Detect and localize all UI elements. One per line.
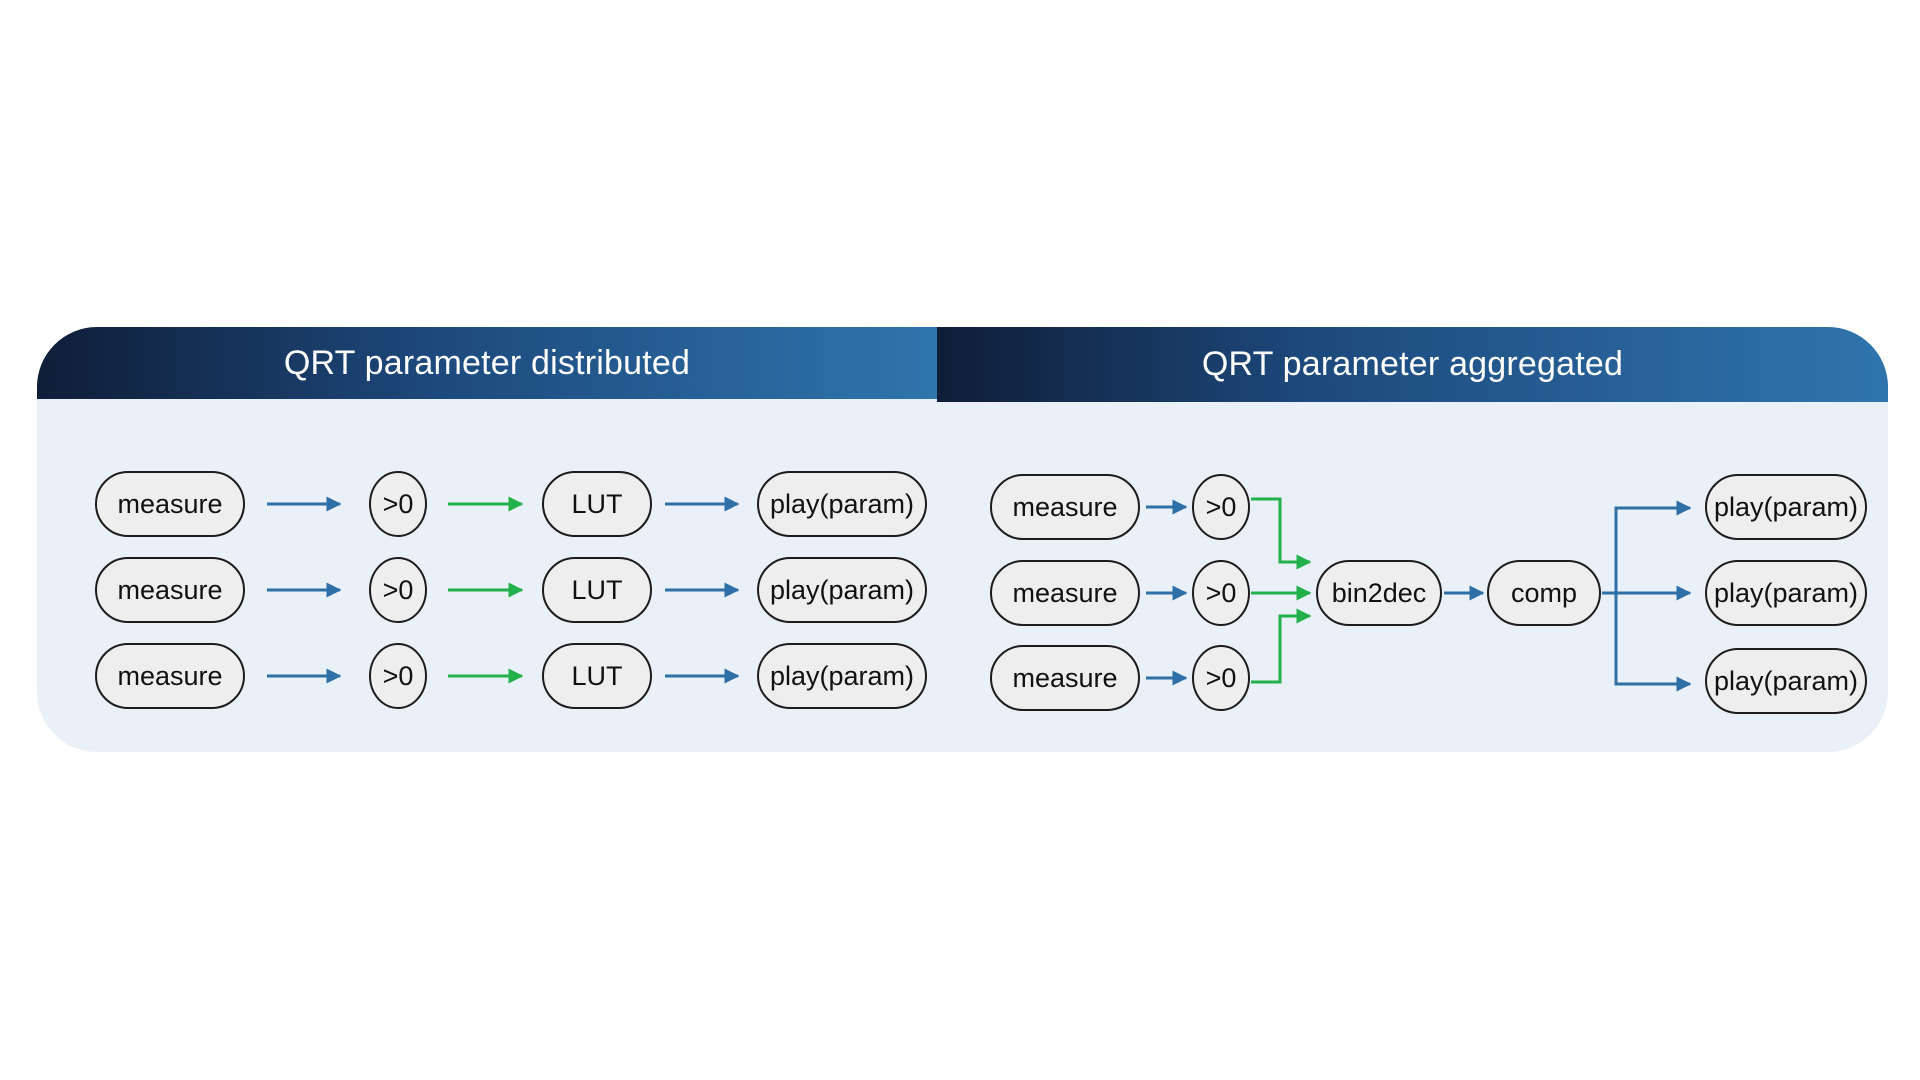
diagram-panel: QRT parameter distributed QRT parameter … bbox=[37, 327, 1888, 752]
measure-node-label: measure bbox=[1012, 578, 1117, 608]
lut-node-label: LUT bbox=[571, 489, 622, 519]
threshold-node: >0 bbox=[1192, 560, 1250, 626]
threshold-node-label: >0 bbox=[383, 489, 414, 519]
play-param-node-label: play(param) bbox=[770, 489, 914, 519]
play-param-node: play(param) bbox=[757, 643, 927, 709]
play-param-node: play(param) bbox=[757, 557, 927, 623]
measure-node-label: measure bbox=[117, 489, 222, 519]
title-aggregated: QRT parameter aggregated bbox=[1201, 345, 1624, 383]
comp-node-label: comp bbox=[1511, 578, 1577, 608]
comp-node: comp bbox=[1487, 560, 1601, 626]
play-param-node: play(param) bbox=[757, 471, 927, 537]
measure-node-label: measure bbox=[117, 575, 222, 605]
measure-node-label: measure bbox=[117, 661, 222, 691]
play-param-node: play(param) bbox=[1705, 474, 1867, 540]
threshold-node: >0 bbox=[369, 643, 427, 709]
arrow-threshold-to-bin2dec bbox=[1251, 608, 1312, 684]
measure-node: measure bbox=[95, 471, 245, 537]
threshold-node-label: >0 bbox=[1206, 663, 1237, 693]
title-distributed: QRT parameter distributed bbox=[283, 343, 691, 382]
play-param-node-label: play(param) bbox=[1714, 492, 1858, 522]
header-distributed: QRT parameter distributed bbox=[37, 327, 937, 399]
play-param-node: play(param) bbox=[1705, 560, 1867, 626]
bin2dec-node-label: bin2dec bbox=[1332, 578, 1427, 608]
play-param-node-label: play(param) bbox=[770, 575, 914, 605]
measure-node-label: measure bbox=[1012, 492, 1117, 522]
play-param-node: play(param) bbox=[1705, 648, 1867, 714]
measure-node-label: measure bbox=[1012, 663, 1117, 693]
measure-node: measure bbox=[95, 557, 245, 623]
lut-node: LUT bbox=[542, 557, 652, 623]
threshold-node-label: >0 bbox=[1206, 492, 1237, 522]
measure-node: measure bbox=[95, 643, 245, 709]
arrow-threshold-to-bin2dec bbox=[1251, 497, 1312, 570]
lut-node: LUT bbox=[542, 471, 652, 537]
measure-node: measure bbox=[990, 645, 1140, 711]
header-aggregated: QRT parameter aggregated bbox=[937, 327, 1888, 402]
threshold-node: >0 bbox=[1192, 645, 1250, 711]
lut-node-label: LUT bbox=[571, 661, 622, 691]
measure-node: measure bbox=[990, 560, 1140, 626]
arrow-comp-to-play bbox=[1614, 593, 1692, 692]
play-param-node-label: play(param) bbox=[770, 661, 914, 691]
threshold-node-label: >0 bbox=[383, 575, 414, 605]
play-param-node-label: play(param) bbox=[1714, 578, 1858, 608]
threshold-node-label: >0 bbox=[1206, 578, 1237, 608]
threshold-node: >0 bbox=[369, 471, 427, 537]
threshold-node: >0 bbox=[1192, 474, 1250, 540]
bin2dec-node: bin2dec bbox=[1316, 560, 1442, 626]
play-param-node-label: play(param) bbox=[1714, 666, 1858, 696]
arrow-comp-to-play bbox=[1602, 500, 1692, 595]
measure-node: measure bbox=[990, 474, 1140, 540]
threshold-node-label: >0 bbox=[383, 661, 414, 691]
lut-node: LUT bbox=[542, 643, 652, 709]
threshold-node: >0 bbox=[369, 557, 427, 623]
lut-node-label: LUT bbox=[571, 575, 622, 605]
